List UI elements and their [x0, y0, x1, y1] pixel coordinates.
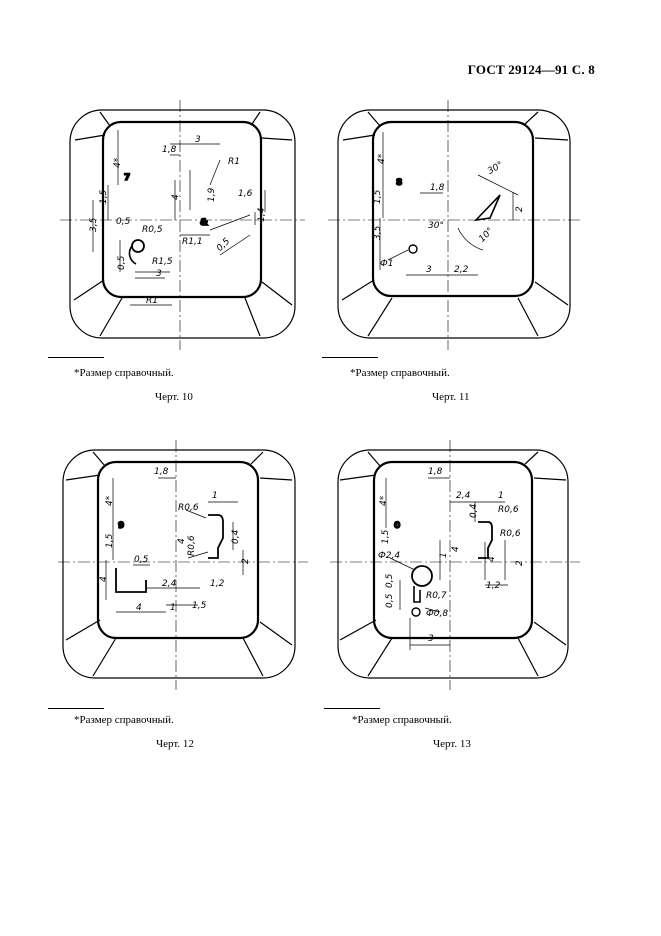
footnote-10: *Размер справочный. — [74, 367, 174, 379]
dim-13-0-5b: 0,5 — [385, 593, 395, 608]
dim-11-f1: Ф1 — [380, 259, 393, 269]
dim-11-2-2: 2,2 — [454, 265, 469, 275]
dim-10-r1b: R1 — [146, 296, 158, 306]
dim-12-0-4: 0,4 — [231, 529, 241, 544]
caption-10: Черт. 10 — [155, 391, 193, 403]
key-drawing-10: 7 & 3 1,8 R1 4* 1,5 1,9 4 1,6 1,4 3,5 0,… — [60, 100, 305, 350]
dim-12-4b: 4 — [99, 576, 109, 582]
dim-13-1-8: 1,8 — [428, 467, 443, 477]
dim-13-4star: 4* — [379, 495, 389, 506]
dim-13-1-5: 1,5 — [381, 529, 391, 544]
drawing-10: 7 & 3 1,8 R1 4* 1,5 1,9 4 1,6 1,4 3,5 0,… — [60, 100, 305, 350]
dim-13-1-2: 1,2 — [486, 581, 501, 591]
dim-12-2: 2 — [241, 558, 251, 564]
dim-12-0-5: 0,5 — [134, 555, 149, 565]
dim-12-4c: 4 — [136, 603, 142, 613]
dim-11-2: 2 — [515, 206, 525, 212]
caption-12: Черт. 12 — [156, 738, 194, 750]
dim-10-3b: 3 — [156, 269, 162, 279]
glyph-9: 9 — [118, 521, 124, 531]
dim-10-3-5: 3,5 — [89, 217, 99, 232]
dim-12-2-4: 2,4 — [162, 579, 177, 589]
glyph-ampersand: & — [200, 218, 208, 228]
dim-10-4: 4 — [171, 194, 181, 200]
dim-12-1b: 1 — [170, 603, 176, 613]
footnote-line-11 — [322, 357, 378, 358]
footnote-line-13 — [324, 708, 380, 709]
dim-13-0-5a: 0,5 — [385, 573, 395, 588]
dim-11-3-5: 3,5 — [373, 225, 383, 240]
dim-12-1-5: 1,5 — [105, 533, 115, 548]
footnote-12: *Размер справочный. — [74, 714, 174, 726]
drawing-11: 8 30° 4* 1,8 1,5 2 30° 3,5 10° Ф1 3 2,2 — [328, 100, 583, 350]
footnote-13: *Размер справочный. — [352, 714, 452, 726]
footnote-line-10 — [48, 357, 104, 358]
key-drawing-11: 8 30° 4* 1,8 1,5 2 30° 3,5 10° Ф1 3 2,2 — [328, 100, 583, 350]
dim-13-r0-7: R0,7 — [426, 591, 447, 601]
dim-13-r0-6b: R0,6 — [500, 529, 521, 539]
caption-13: Черт. 13 — [433, 738, 471, 750]
dim-10-1-6: 1,6 — [238, 189, 253, 199]
dim-11-30b: 30° — [428, 221, 444, 231]
dim-13-4a: 4 — [451, 546, 461, 552]
caption-11: Черт. 11 — [432, 391, 470, 403]
dim-13-3: 3 — [428, 634, 434, 644]
dim-10-0-5b: 0,5 — [215, 236, 232, 253]
dim-12-1-2: 1,2 — [210, 579, 225, 589]
page-header: ГОСТ 29124—91 С. 8 — [467, 62, 595, 77]
key-drawing-12: 9 1,8 4* 1 R0,6 0,4 1,5 4 R0,6 2 0,5 4 2… — [58, 440, 308, 690]
dim-10-3: 3 — [195, 135, 201, 145]
dim-13-1: 1 — [498, 491, 504, 501]
drawing-12: 9 1,8 4* 1 R0,6 0,4 1,5 4 R0,6 2 0,5 4 2… — [58, 440, 308, 690]
dim-12-1-5b: 1,5 — [192, 601, 207, 611]
footnote-line-12 — [48, 708, 104, 709]
dim-11-30a: 30° — [486, 160, 505, 177]
dim-10-1-5a: 1,5 — [99, 189, 109, 204]
dim-12-1-8: 1,8 — [154, 467, 169, 477]
dim-10-r0-5: R0,5 — [142, 225, 163, 235]
dim-12-4a: 4 — [177, 538, 187, 544]
footnote-11: *Размер справочный. — [350, 367, 450, 379]
dim-10-r1-5: R1,5 — [152, 257, 173, 267]
dim-10-r1: R1 — [228, 157, 240, 167]
glyph-7: 7 — [124, 173, 130, 183]
dim-10-1-8: 1,8 — [162, 145, 177, 155]
key-drawing-13: 0 1,8 4* 2,4 1 0,4 R0,6 R0,6 Ф2,4 1,5 4 … — [330, 440, 580, 690]
dim-13-f2-4: Ф2,4 — [378, 551, 400, 561]
dim-13-1b: 1 — [439, 552, 449, 558]
dim-10-1-4: 1,4 — [257, 207, 267, 222]
dim-11-1-5: 1,5 — [373, 189, 383, 204]
dim-11-10deg: 10° — [477, 226, 495, 244]
dim-12-r0-6a: R0,6 — [178, 503, 199, 513]
glyph-0: 0 — [394, 521, 400, 531]
dim-13-0-4: 0,4 — [469, 503, 479, 518]
dim-10-0-5c: 0,5 — [117, 255, 127, 270]
dim-13-2-4: 2,4 — [456, 491, 471, 501]
dim-13-f0-8: Ф0,8 — [426, 609, 448, 619]
dim-13-r0-6a: R0,6 — [498, 505, 519, 515]
dim-11-3: 3 — [426, 265, 432, 275]
glyph-8: 8 — [396, 178, 402, 188]
dim-10-0-5a: 0,5 — [116, 217, 131, 227]
dim-13-2: 2 — [515, 560, 525, 566]
dim-10-r1-1: R1,1 — [182, 237, 203, 247]
dim-13-4b: 4 — [487, 556, 497, 562]
dim-10-1-9: 1,9 — [207, 187, 217, 202]
dim-12-4star: 4* — [105, 495, 115, 506]
drawing-13: 0 1,8 4* 2,4 1 0,4 R0,6 R0,6 Ф2,4 1,5 4 … — [330, 440, 580, 690]
dim-12-r0-6b: R0,6 — [187, 535, 197, 556]
dim-10-4star: 4* — [113, 157, 123, 168]
dim-11-1-8: 1,8 — [430, 183, 445, 193]
dim-11-4star: 4* — [377, 153, 387, 164]
dim-12-1: 1 — [212, 491, 218, 501]
